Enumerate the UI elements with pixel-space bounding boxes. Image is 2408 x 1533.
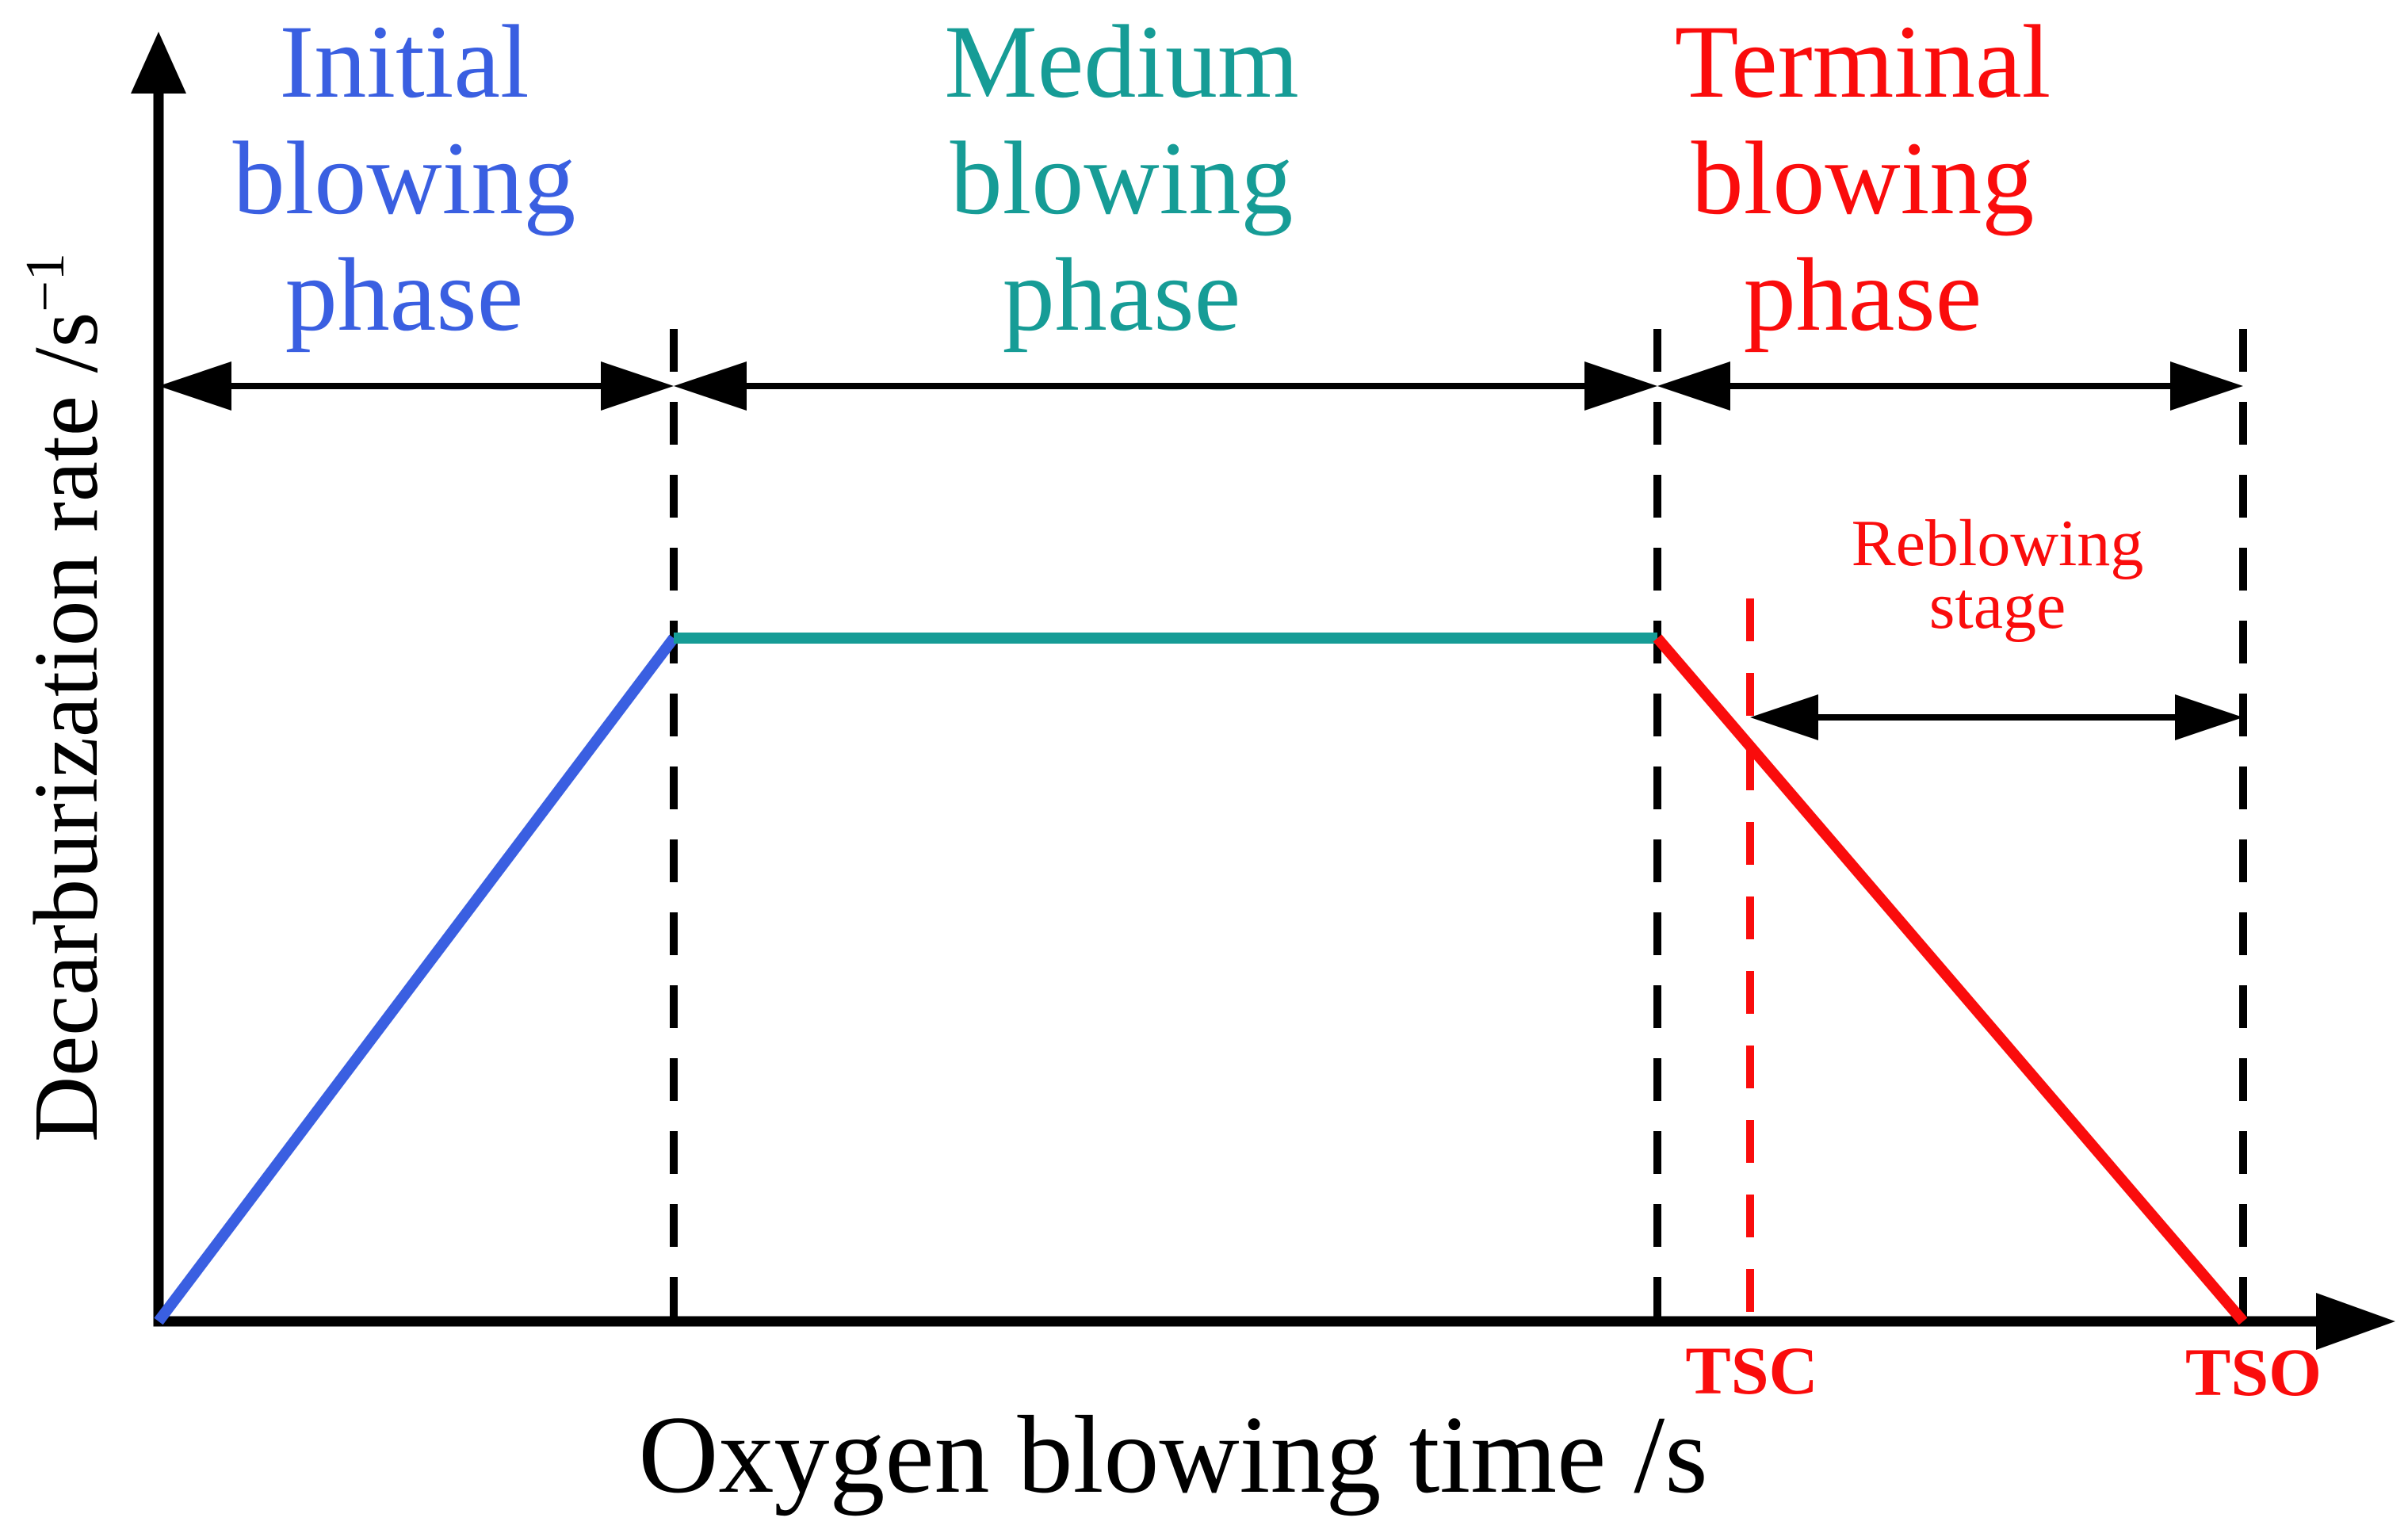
initial-phase-label-line3: phase bbox=[285, 236, 524, 353]
medium-phase-label: Medium blowing phase bbox=[944, 3, 1298, 353]
series-initial-rise bbox=[154, 634, 678, 1325]
initial-phase-label-line2: blowing bbox=[233, 120, 576, 236]
medium-phase-label-line1: Medium bbox=[944, 3, 1298, 120]
initial-phase-label-line1: Initial bbox=[279, 3, 529, 120]
x-axis-title: Oxygen blowing time /s bbox=[638, 1393, 1707, 1516]
reblowing-stage-label-line2: stage bbox=[1929, 569, 2066, 643]
medium-phase-extent-arrow-right-head bbox=[1584, 361, 1657, 411]
reblowing-stage-label-line1: Reblowing bbox=[1852, 507, 2144, 580]
y-axis-title: Decarburization rate /s−1 bbox=[15, 253, 117, 1142]
x-axis-arrowhead bbox=[2316, 1293, 2395, 1350]
terminal-phase-label-line2: blowing bbox=[1691, 120, 2035, 236]
reblowing-stage-extent-arrow-right-head bbox=[2175, 694, 2243, 740]
terminal-phase-extent-arrow-left-head bbox=[1657, 361, 1730, 411]
reblowing-stage-label: Reblowing stage bbox=[1852, 507, 2144, 643]
terminal-phase-label: Terminal blowing phase bbox=[1675, 3, 2051, 353]
initial-phase-label: Initial blowing phase bbox=[233, 3, 576, 353]
medium-phase-label-line3: phase bbox=[1003, 236, 1241, 353]
reblowing-stage-extent-arrow-left-head bbox=[1750, 694, 1818, 740]
initial-phase-extent-arrow-left-head bbox=[159, 361, 231, 411]
tso-marker-label: TSO bbox=[2185, 1334, 2322, 1410]
medium-phase-extent-arrow-left-head bbox=[674, 361, 747, 411]
y-axis-title-main: Decarburization rate /s bbox=[16, 312, 117, 1142]
y-axis-title-superscript: −1 bbox=[15, 253, 76, 312]
y-axis-arrowhead bbox=[131, 32, 186, 94]
terminal-phase-label-line3: phase bbox=[1744, 236, 1982, 353]
terminal-phase-extent-arrow-right-head bbox=[2170, 361, 2243, 411]
medium-phase-label-line2: blowing bbox=[950, 120, 1294, 236]
tsc-marker-label: TSC bbox=[1685, 1332, 1817, 1409]
plot-shapes bbox=[131, 32, 2395, 1350]
terminal-phase-label-line1: Terminal bbox=[1675, 3, 2051, 120]
initial-phase-extent-arrow-right-head bbox=[601, 361, 674, 411]
series-terminal-drop bbox=[1653, 634, 2248, 1325]
